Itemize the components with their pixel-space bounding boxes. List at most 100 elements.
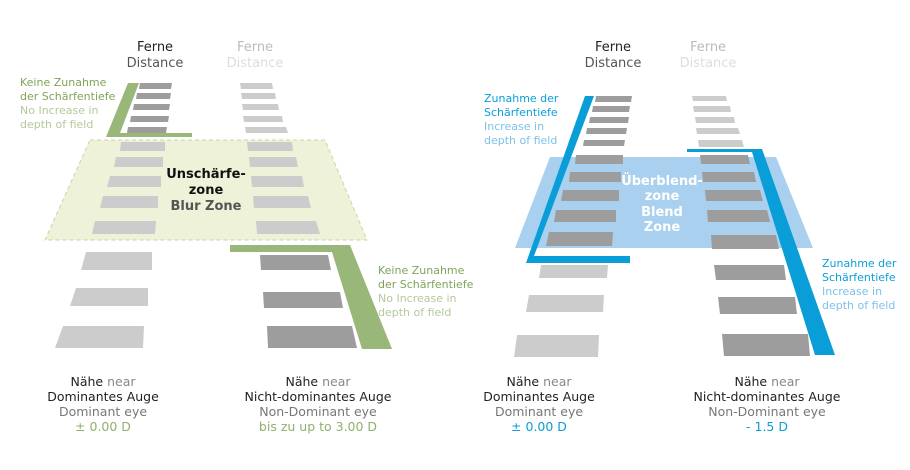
power-value: ± 0.00 D xyxy=(511,419,567,434)
far-label-nondominant-en: Distance xyxy=(227,56,284,71)
ladder-bar xyxy=(583,140,625,146)
near-en: near xyxy=(771,374,800,389)
ladder-bar xyxy=(120,142,165,151)
ladder-bar xyxy=(698,140,744,147)
ladder-bar xyxy=(705,190,763,201)
ladder-bar xyxy=(692,96,727,101)
near-label: Nähe near xyxy=(506,374,572,389)
near-de: Nähe xyxy=(285,374,318,389)
ladder-bar xyxy=(253,196,311,208)
near-en: near xyxy=(322,374,351,389)
left-panel: Ferne Distance Ferne Distance Keine Zuna… xyxy=(20,40,474,434)
near-de: Nähe xyxy=(506,374,539,389)
ladder-bar xyxy=(707,210,770,222)
ladder-bar xyxy=(589,117,629,123)
ladder-bar xyxy=(700,155,750,164)
near-en: near xyxy=(543,374,572,389)
no-increase-bar-bottom xyxy=(230,245,392,349)
ladder-bar xyxy=(107,176,161,187)
ladder-bar xyxy=(722,334,810,356)
left-ladders xyxy=(55,83,357,348)
far-label-dominant-en: Distance xyxy=(127,56,184,71)
right-ladders xyxy=(514,96,810,357)
ladder-bar xyxy=(514,335,599,357)
ladder-bar xyxy=(546,232,613,246)
far-label-nondominant: Ferne xyxy=(690,40,726,55)
bottom-note-en1: No Increase in xyxy=(378,292,457,305)
zone-title-de2: zone xyxy=(189,183,224,198)
ladder-bar xyxy=(696,128,740,134)
ladder-bar xyxy=(263,292,343,308)
ladder-bar xyxy=(245,127,288,133)
zone-title-de2: zone xyxy=(645,189,680,204)
bottom-note-de2: der Schärfentiefe xyxy=(378,278,474,291)
increase-bar-right xyxy=(687,149,835,355)
bottom-note-de2: Schärfentiefe xyxy=(822,271,896,284)
zone-title-de1: Überblend- xyxy=(621,173,703,189)
ladder-bar xyxy=(256,221,320,234)
ladder-bar xyxy=(243,116,283,122)
ladder-bar xyxy=(526,295,604,312)
near-label: Nähe near xyxy=(734,374,800,389)
eye-de: Dominantes Auge xyxy=(483,389,595,404)
far-label-dominant: Ferne xyxy=(595,40,631,55)
far-label-dominant: Ferne xyxy=(137,40,173,55)
ladder-bar xyxy=(139,83,172,89)
ladder-bar xyxy=(702,172,756,182)
ladder-bar xyxy=(251,176,304,187)
ladder-bar xyxy=(70,288,148,306)
top-note-en2: depth of field xyxy=(484,134,557,147)
ladder-bar xyxy=(561,190,619,201)
ladder-bar xyxy=(55,326,144,348)
ladder-bar xyxy=(136,93,171,99)
ladder-bar xyxy=(242,104,279,110)
far-label-dominant-en: Distance xyxy=(585,56,642,71)
ladder-bar xyxy=(539,265,608,278)
zone-title-en1: Blend xyxy=(641,205,683,220)
power-value: bis zu up to 3.00 D xyxy=(259,419,377,434)
ladder-bar xyxy=(575,155,623,164)
top-note-de2: der Schärfentiefe xyxy=(20,90,116,103)
eye-de: Nicht-dominantes Auge xyxy=(245,389,392,404)
ladder-bar xyxy=(240,83,273,89)
ladder-bar xyxy=(241,93,276,99)
top-note-en1: Increase in xyxy=(484,120,544,133)
ladder-bar xyxy=(569,172,621,182)
ladder-bar xyxy=(92,221,156,234)
ladder-bar xyxy=(249,157,298,167)
top-note-de1: Keine Zunahme xyxy=(20,76,107,89)
power-value: ± 0.00 D xyxy=(75,419,131,434)
ladder-bar xyxy=(267,326,357,348)
ladder-bar xyxy=(592,106,630,112)
ladder-bar xyxy=(81,252,152,270)
zone-title-en2: Zone xyxy=(644,220,681,235)
top-note-de2: Schärfentiefe xyxy=(484,106,558,119)
near-label: Nähe near xyxy=(70,374,136,389)
near-de: Nähe xyxy=(70,374,103,389)
bottom-note-en2: depth of field xyxy=(822,299,895,312)
power-value: - 1.5 D xyxy=(746,419,788,434)
top-note-en2: depth of field xyxy=(20,118,93,131)
eye-de: Nicht-dominantes Auge xyxy=(694,389,841,404)
ladder-bar xyxy=(133,104,170,110)
ladder-bar xyxy=(695,117,735,123)
near-en: near xyxy=(107,374,136,389)
right-panel: Ferne Distance Ferne Distance Zunahme de… xyxy=(483,40,897,434)
bottom-note-de1: Zunahme der xyxy=(822,257,897,270)
ladder-bar xyxy=(711,235,779,249)
ladder-bar xyxy=(127,127,167,133)
near-de: Nähe xyxy=(734,374,767,389)
ladder-bar xyxy=(693,106,731,112)
far-label-nondominant: Ferne xyxy=(237,40,273,55)
zone-title-de1: Unschärfe- xyxy=(166,167,246,182)
ladder-bar xyxy=(718,297,797,314)
eye-de: Dominantes Auge xyxy=(47,389,159,404)
ladder-bar xyxy=(114,157,163,167)
ladder-bar xyxy=(586,128,627,134)
no-increase-bar-top xyxy=(106,83,192,137)
top-note-en1: No Increase in xyxy=(20,104,99,117)
ladder-bar xyxy=(554,210,616,222)
ladder-bar xyxy=(595,96,632,102)
eye-en: Dominant eye xyxy=(495,404,583,419)
